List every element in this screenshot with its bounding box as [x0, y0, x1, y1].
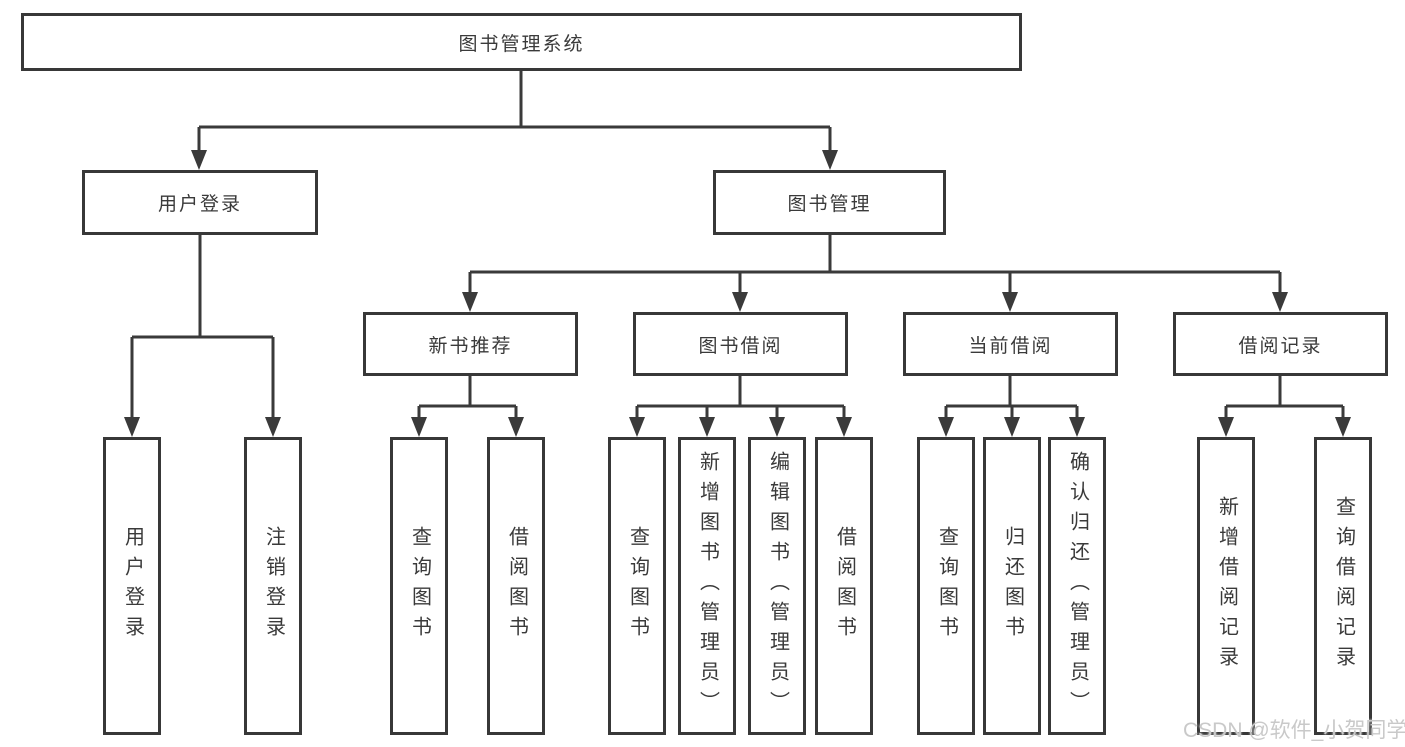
node-book-management-label: 图书管理 — [787, 194, 872, 215]
leaf-user-login: 用户登录 — [103, 437, 161, 735]
node-new-book-recommend: 新书推荐 — [363, 312, 578, 376]
node-book-borrow: 图书借阅 — [633, 312, 848, 376]
leaf-logout-label: 注销登录 — [262, 526, 285, 646]
leaf-user-login-label: 用户登录 — [121, 526, 144, 646]
leaf-borrow-books-recommend: 借阅图书 — [487, 437, 545, 735]
leaf-query-books-recommend: 查询图书 — [390, 437, 448, 735]
watermark: CSDN @软件_小贺同学 — [1183, 719, 1405, 742]
leaf-query-books-current-label: 查询图书 — [935, 526, 958, 646]
node-borrow-records: 借阅记录 — [1173, 312, 1388, 376]
node-user-login: 用户登录 — [82, 170, 318, 235]
leaf-logout: 注销登录 — [244, 437, 302, 735]
node-current-borrow: 当前借阅 — [903, 312, 1118, 376]
node-root-label: 图书管理系统 — [458, 33, 585, 55]
leaf-query-borrow-record-label: 查询借阅记录 — [1332, 496, 1355, 676]
leaf-query-borrow-record: 查询借阅记录 — [1314, 437, 1372, 735]
leaf-confirm-return-admin-label: 确认归还（管理员） — [1066, 451, 1089, 721]
leaf-add-book-admin: 新增图书（管理员） — [678, 437, 736, 735]
leaf-edit-book-admin-label: 编辑图书（管理员） — [766, 451, 789, 721]
leaf-add-borrow-record: 新增借阅记录 — [1197, 437, 1255, 735]
leaf-return-books: 归还图书 — [983, 437, 1041, 735]
leaf-borrow-books-label: 借阅图书 — [833, 526, 856, 646]
leaf-query-books-recommend-label: 查询图书 — [408, 526, 431, 646]
node-new-book-recommend-label: 新书推荐 — [428, 335, 513, 357]
leaf-borrow-books-recommend-label: 借阅图书 — [505, 526, 528, 646]
leaf-add-borrow-record-label: 新增借阅记录 — [1215, 496, 1238, 676]
node-book-borrow-label: 图书借阅 — [698, 335, 783, 357]
node-book-management: 图书管理 — [713, 170, 946, 235]
leaf-query-books-borrow: 查询图书 — [608, 437, 666, 735]
node-user-login-label: 用户登录 — [157, 194, 242, 215]
leaf-query-books-borrow-label: 查询图书 — [626, 526, 649, 646]
leaf-return-books-label: 归还图书 — [1001, 526, 1024, 646]
node-borrow-records-label: 借阅记录 — [1238, 335, 1323, 357]
node-current-borrow-label: 当前借阅 — [968, 335, 1053, 357]
leaf-add-book-admin-label: 新增图书（管理员） — [696, 451, 719, 721]
leaf-edit-book-admin: 编辑图书（管理员） — [748, 437, 806, 735]
leaf-query-books-current: 查询图书 — [917, 437, 975, 735]
node-root: 图书管理系统 — [21, 13, 1022, 71]
leaf-confirm-return-admin: 确认归还（管理员） — [1048, 437, 1106, 735]
leaf-borrow-books: 借阅图书 — [815, 437, 873, 735]
